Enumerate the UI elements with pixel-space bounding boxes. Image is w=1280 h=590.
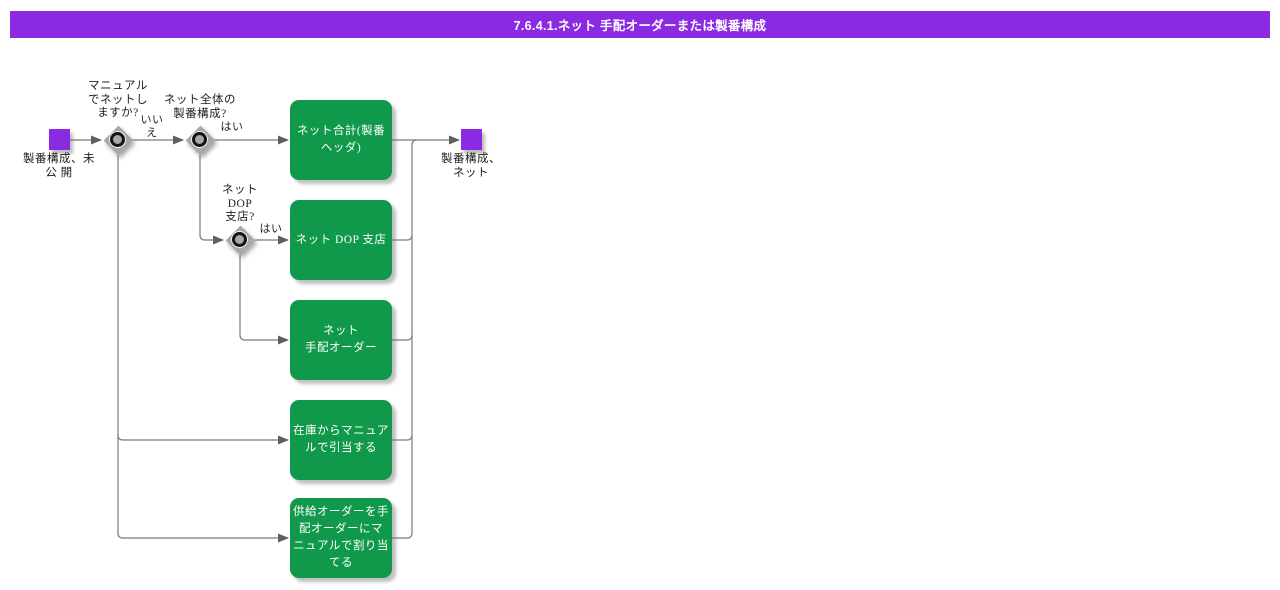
edge-decision1-to-manual-assign: [117, 435, 289, 543]
edge-decision3-to-net-order: [239, 255, 289, 345]
edge-merge-vertical: [392, 139, 418, 539]
decision-manual-net-question: マニュアル でネットし ますか?: [88, 80, 148, 119]
process-net-order: ネット 手配オーダー: [290, 300, 392, 380]
edge-manual-reserve-out: [392, 434, 413, 441]
edge-decision2-to-decision3: [199, 155, 224, 245]
edge-net-dop-out: [392, 234, 413, 241]
decision-whole-net: [185, 125, 215, 155]
process-manual-reserve: 在庫からマニュア ルで引当する: [290, 400, 392, 480]
edge-label-yes-dop: はい: [259, 223, 283, 235]
decision-manual-net: [103, 125, 133, 155]
gateway-circle-icon: [110, 132, 125, 147]
diagram-title: 7.6.4.1.ネット 手配オーダーまたは製番構成: [513, 19, 767, 33]
process-net-dop: ネット DOP 支店: [290, 200, 392, 280]
process-manual-assign: 供給オーダーを手 配オーダーにマ ニュアルで割り当 てる: [290, 498, 392, 578]
edge-label-yes-whole-net: はい: [220, 121, 244, 133]
edge-label-no: いい え: [140, 114, 164, 139]
end-node: [461, 129, 482, 150]
decision-dop: [225, 225, 255, 255]
decision-whole-net-question: ネット全体の 製番構成?: [164, 94, 236, 120]
start-node-label: 製番構成、未 公 開: [23, 153, 95, 179]
edge-net-order-out: [392, 334, 413, 341]
gateway-circle-icon: [232, 232, 247, 247]
diagram-title-bar: 7.6.4.1.ネット 手配オーダーまたは製番構成: [10, 11, 1270, 38]
end-node-label: 製番構成、 ネット: [441, 153, 501, 179]
decision-dop-question: ネット DOP 支店?: [222, 184, 258, 223]
start-node: [49, 129, 70, 150]
gateway-circle-icon: [192, 132, 207, 147]
process-net-total: ネット合計(製番 ヘッダ): [290, 100, 392, 180]
